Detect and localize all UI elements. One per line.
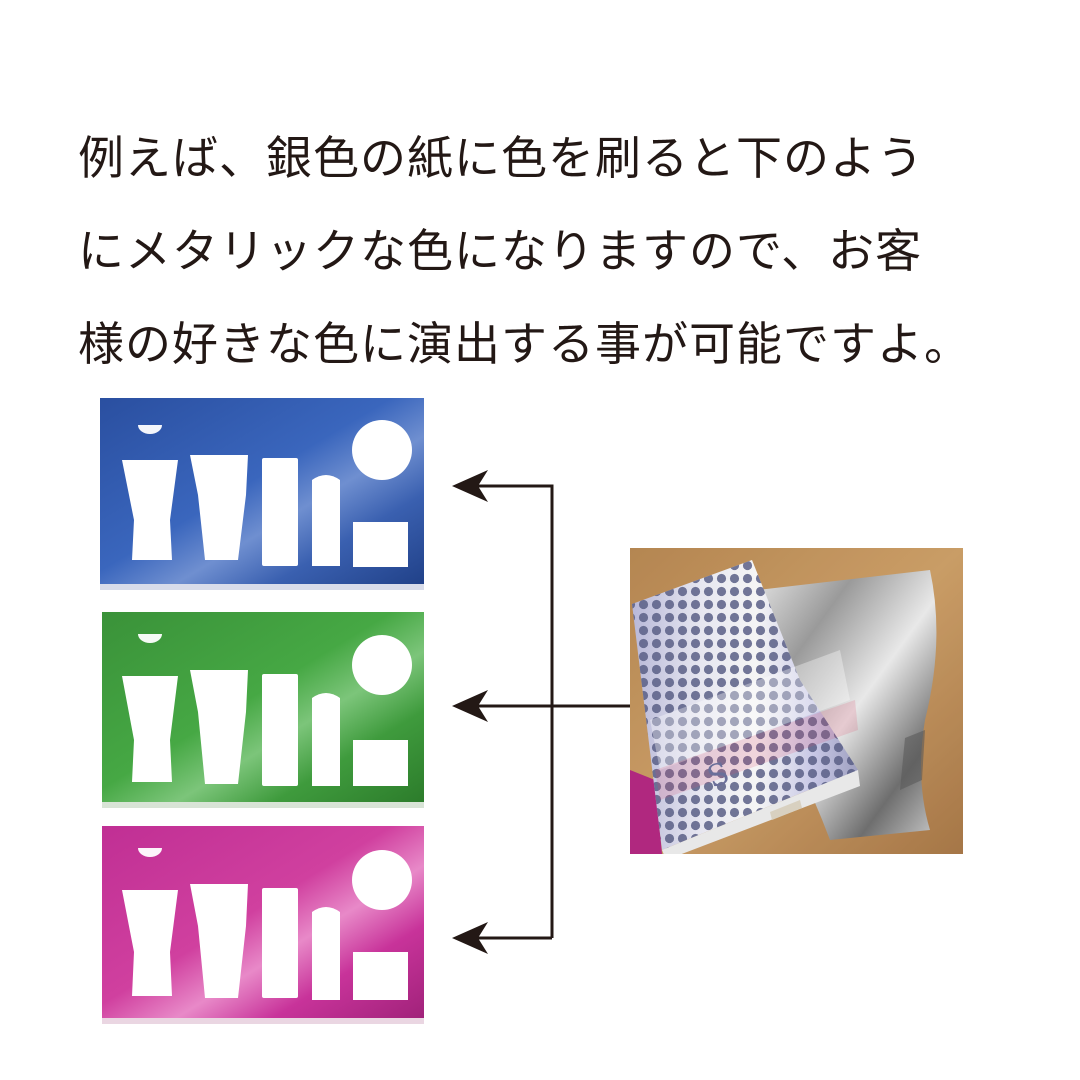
arrowhead-green — [452, 690, 488, 722]
magenta-tray — [102, 826, 424, 1024]
arrowhead-blue — [452, 470, 488, 502]
arrowhead-magenta — [452, 922, 488, 954]
caption-line-1: 例えば、銀色の紙に色を刷ると下のよう — [78, 131, 924, 185]
silver-paper-photo: S — [630, 548, 963, 854]
caption-line-3: 様の好きな色に演出する事が可能ですよ。 — [78, 317, 971, 371]
caption-line-2: にメタリックな色になりますので、お客 — [78, 224, 923, 278]
blue-tray — [100, 398, 424, 590]
caption-text: 例えば、銀色の紙に色を刷ると下のよう にメタリックな色になりますので、お客 様の… — [78, 112, 1038, 391]
arrow-line-to-blue — [470, 484, 554, 938]
green-tray — [102, 612, 424, 808]
